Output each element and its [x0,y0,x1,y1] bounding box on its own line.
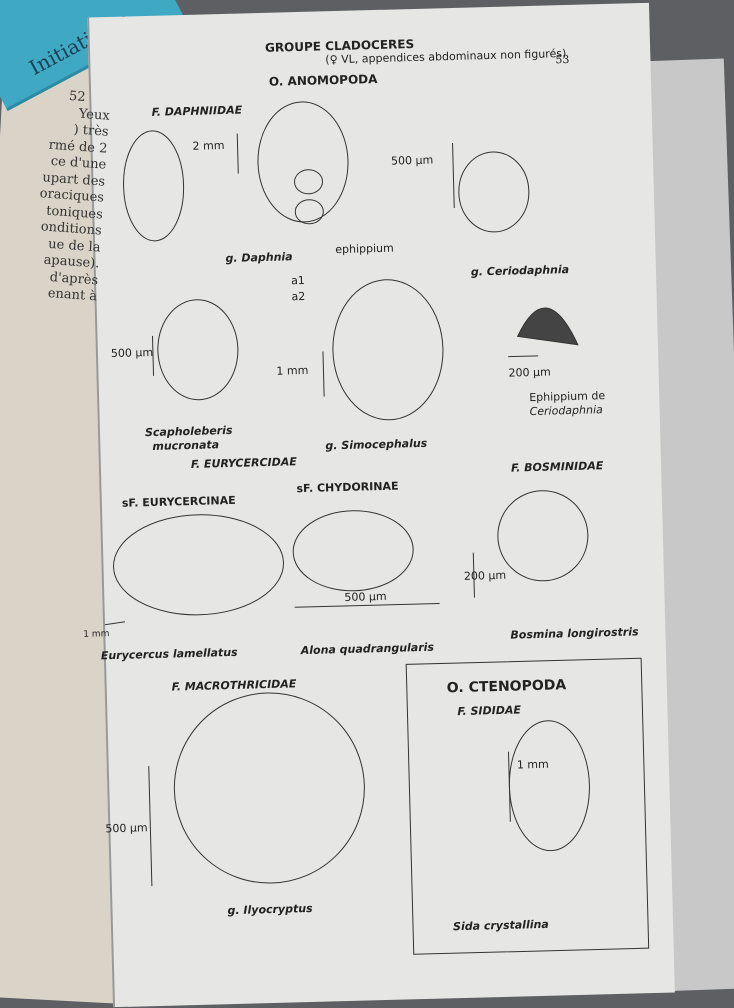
daphnia-ephippium-drawing [257,101,349,223]
scale-label: 500 µm [110,345,154,361]
scale-label: 200 µm [508,365,551,380]
label-ephippium: ephippium [335,241,394,257]
scale-label: 500 µm [390,153,434,168]
ilyocryptus-drawing [173,692,365,884]
scale-label: 200 µm [463,568,507,583]
subfamily-chydorinae: sF. CHYDORINAE [296,479,399,496]
label-scapholeberis: Scapholeberis [144,423,233,440]
family-bosminidae: F. BOSMINIDAE [510,459,604,475]
family-eurycercidae: F. EURYCERCIDAE [190,455,297,471]
scale-label: 2 mm [192,138,225,153]
label-mucronata: mucronata [152,438,220,453]
page-number: 53 [555,52,570,67]
label-ilyocryptus: g. Ilyocryptus [227,901,313,918]
label-simocephalus: g. Simocephalus [325,436,428,453]
scale-label: 500 µm [105,821,148,836]
ctenopoda-box [405,657,650,955]
scapholeberis-drawing [157,299,239,401]
label-a1: a1 [290,273,306,288]
family-sididae: F. SIDIDAE [457,703,522,719]
sida-drawing [508,720,590,852]
scale-label: 1 mm [516,757,549,772]
label-daphnia: g. Daphnia [225,250,293,265]
ceriodaphnia-drawing [458,151,530,233]
daphnia-drawing [123,130,185,242]
label-a2: a2 [291,289,306,304]
label-ephippium-de: Ephippium de [529,389,606,405]
label-ceriodaphnia-eph: Ceriodaphnia [529,403,603,419]
simocephalus-drawing [332,279,444,421]
left-page-text: 52 Yeux ) très rmé de 2 ce d'une upart d… [0,85,111,306]
right-page: GROUPE CLADOCERES (♀ VL, appendices abdo… [83,2,675,1008]
scale-label: 500 µm [344,589,387,604]
scale-label: 1 mm [83,629,110,640]
order-ctenopoda: O. CTENOPODA [446,677,567,697]
label-sida: Sida crystallina [452,917,549,934]
family-daphniidae: F. DAPHNIIDAE [151,103,243,119]
specimen-drawings [89,101,650,955]
label-ceriodaphnia: g. Ceriodaphnia [470,262,570,279]
ephippium-ceriodaphnia-drawing [516,307,579,346]
scale-label: 1 mm [276,363,309,378]
eurycercus-drawing [113,514,284,616]
alona-drawing [292,510,414,592]
order-anomopoda: O. ANOMOPODA [268,71,378,89]
bosmina-drawing [497,490,589,582]
